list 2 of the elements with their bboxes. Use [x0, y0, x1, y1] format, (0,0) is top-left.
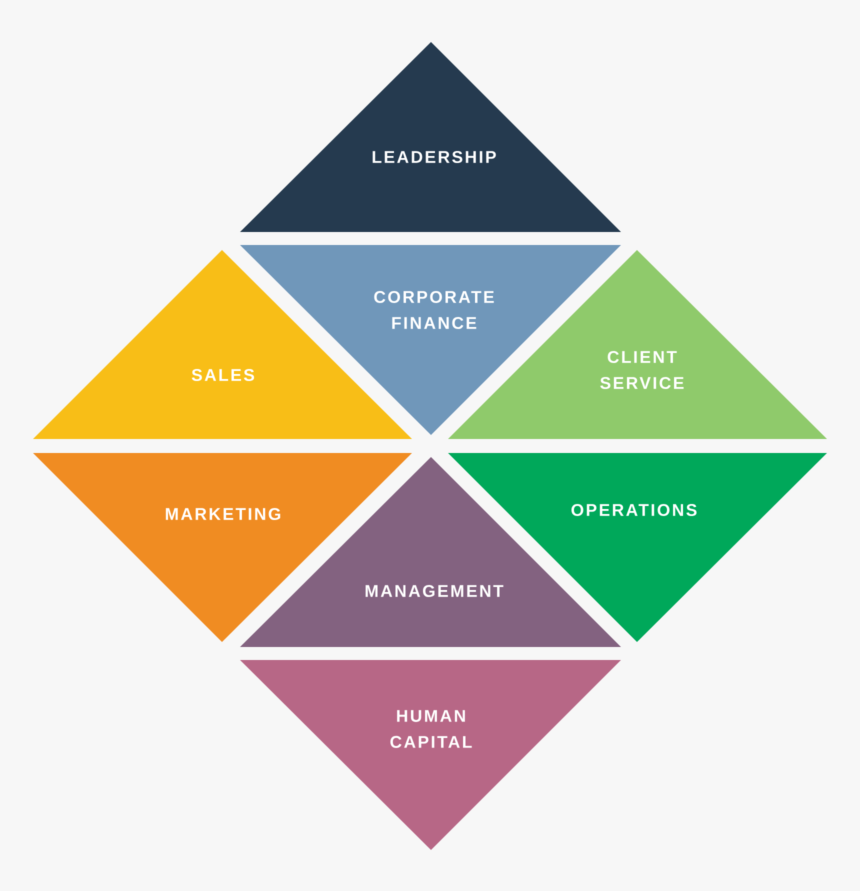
triangle-segment: LEADERSHIP [240, 42, 621, 232]
triangle-segment: HUMAN CAPITAL [240, 660, 621, 850]
